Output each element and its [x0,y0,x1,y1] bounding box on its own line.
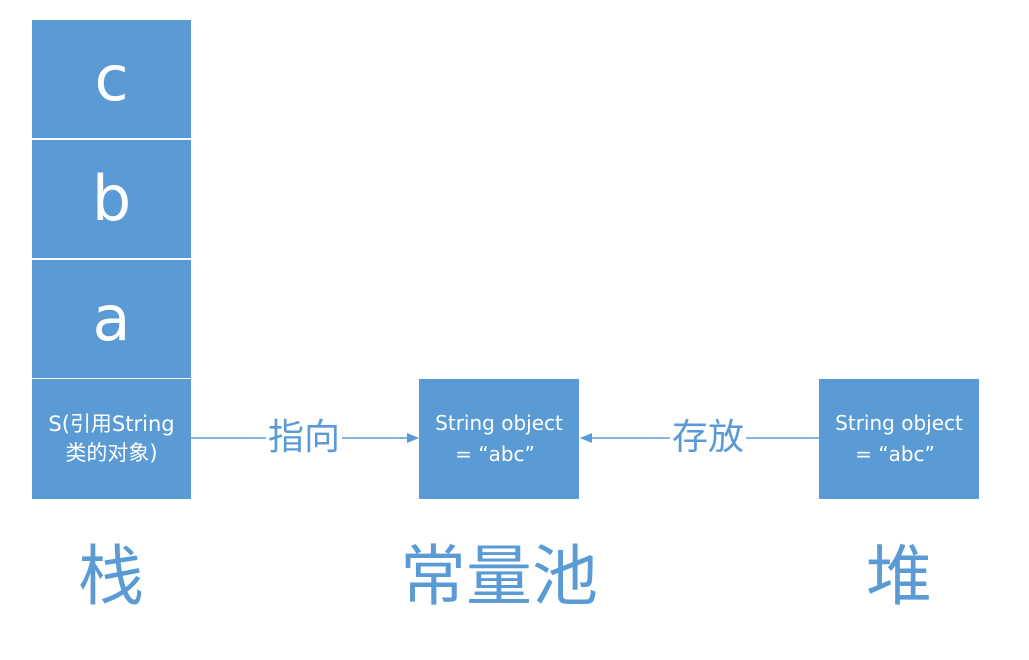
constant-pool-string-object: String object = “abc” [419,379,579,499]
stack-cell-label: c [94,42,129,115]
stack-cell-b: b [32,140,191,259]
region-label-constant-pool: 常量池 [400,538,598,615]
edge-label-points-to: 指向 [266,417,343,458]
region-label-stack: 栈 [78,538,144,615]
heap-string-object: String object = “abc” [819,379,979,499]
object-label-line1: String object [435,411,563,435]
stack-cell-label: b [91,162,132,235]
stack-cell-reference: S(引用String 类的对象) [32,379,191,499]
reference-label-line1: S(引用String [48,411,175,436]
edge-label-stores: 存放 [670,417,747,458]
object-label-line1: String object [835,411,963,435]
reference-label-line2: 类的对象) [65,441,158,465]
stack-cell-label: a [92,282,131,355]
region-label-heap: 堆 [866,538,932,615]
object-label-line2: = “abc” [855,442,935,466]
stack-cell-a: a [32,260,191,379]
object-label-line2: = “abc” [455,442,535,466]
stack-cell-c: c [32,20,191,139]
